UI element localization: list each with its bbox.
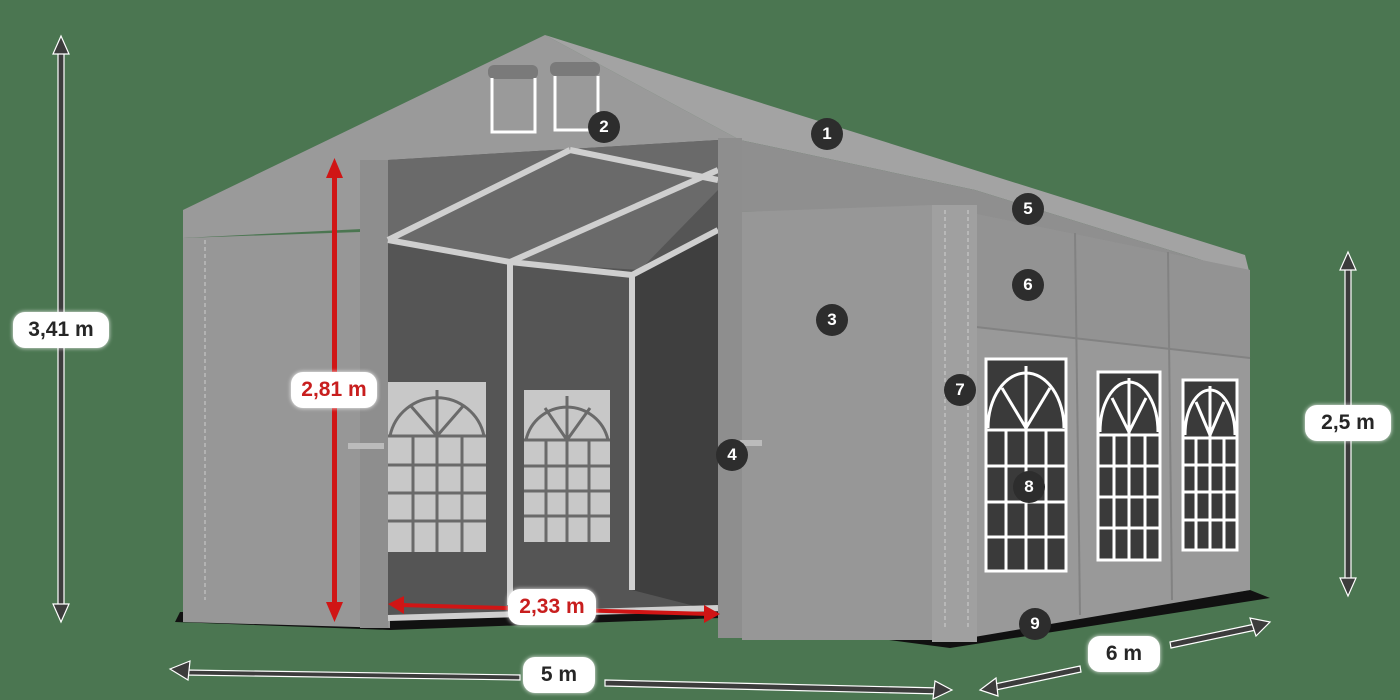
side-window-1 — [984, 357, 1068, 573]
marker-8-window: 8 — [1013, 471, 1045, 503]
total-height-label: 3,41 m — [13, 312, 109, 348]
side-wall-height-label: 2,5 m — [1305, 405, 1391, 441]
corner-post — [932, 205, 977, 642]
roof-vents — [488, 62, 600, 134]
marker-1-roof: 1 — [811, 118, 843, 150]
marker-9-skirt: 9 — [1019, 608, 1051, 640]
door-tieback-left — [348, 443, 384, 449]
marker-5-eave: 5 — [1012, 193, 1044, 225]
side-window-2 — [1096, 370, 1162, 562]
ground-shadow — [175, 590, 1270, 648]
door-height-label: 2,81 m — [291, 372, 377, 408]
interior-roof — [388, 140, 718, 270]
interior-right-wall — [632, 230, 718, 612]
interior-window-right — [524, 390, 610, 542]
door-curtain-right — [718, 138, 742, 638]
width-label: 5 m — [523, 657, 595, 693]
door-width-label: 2,33 m — [508, 589, 596, 625]
front-wall-right — [742, 205, 945, 640]
marker-3-front-wall: 3 — [816, 304, 848, 336]
door-tieback — [740, 440, 762, 446]
length-label: 6 m — [1088, 636, 1160, 672]
side-wall-upper-band — [932, 205, 1250, 358]
marker-7-corner: 7 — [944, 374, 976, 406]
marker-4-door: 4 — [716, 439, 748, 471]
roof-side — [545, 35, 1250, 275]
front-wall-left — [183, 160, 390, 628]
marker-2-vent: 2 — [588, 111, 620, 143]
frame-pipes — [386, 147, 720, 621]
side-window-3 — [1181, 378, 1239, 552]
marker-6-upper-wall: 6 — [1012, 269, 1044, 301]
interior-window-left — [388, 382, 486, 552]
